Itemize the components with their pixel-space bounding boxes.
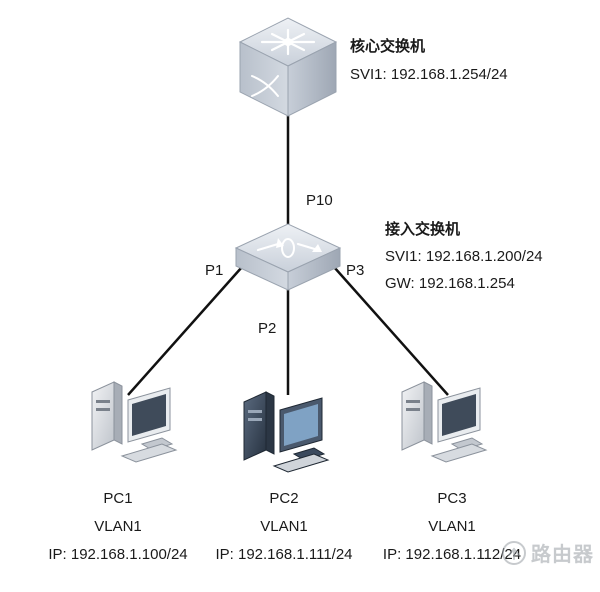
port-label-p2: P2 (258, 320, 277, 337)
access-switch-icon (234, 223, 342, 291)
access-switch-title: 接入交换机 (385, 221, 461, 238)
watermark: 路由器 (501, 538, 594, 567)
pc1-name: PC1 (103, 490, 133, 507)
pc3-name: PC3 (437, 490, 467, 507)
core-switch-title: 核心交换机 (350, 38, 426, 55)
watermark-text: 路由器 (531, 544, 594, 566)
links (127, 110, 449, 396)
pc1-computer-icon (91, 381, 178, 463)
pc2-ip: IP: 192.168.1.111/24 (215, 546, 353, 563)
pc2-vlan: VLAN1 (260, 518, 308, 535)
pc2-name: PC2 (269, 490, 299, 507)
port-label-p3: P3 (346, 262, 365, 279)
core-switch-icon (238, 17, 338, 117)
core-switch-svi: SVI1: 192.168.1.254/24 (350, 66, 508, 83)
port-label-p10: P10 (306, 192, 333, 209)
link-access-pc3 (325, 257, 449, 396)
access-switch-gw: GW: 192.168.1.254 (385, 275, 515, 292)
pc3-computer-icon (401, 381, 488, 463)
pc1-vlan: VLAN1 (94, 518, 142, 535)
pc1-ip: IP: 192.168.1.100/24 (48, 546, 188, 563)
link-access-pc1 (127, 257, 251, 396)
pc3-ip: IP: 192.168.1.112/24 (382, 546, 522, 563)
router-logo-icon (502, 540, 526, 565)
pc2-computer-icon (243, 391, 330, 473)
pc3-vlan: VLAN1 (428, 518, 476, 535)
port-label-p1: P1 (205, 262, 224, 279)
access-switch-svi: SVI1: 192.168.1.200/24 (385, 248, 543, 265)
